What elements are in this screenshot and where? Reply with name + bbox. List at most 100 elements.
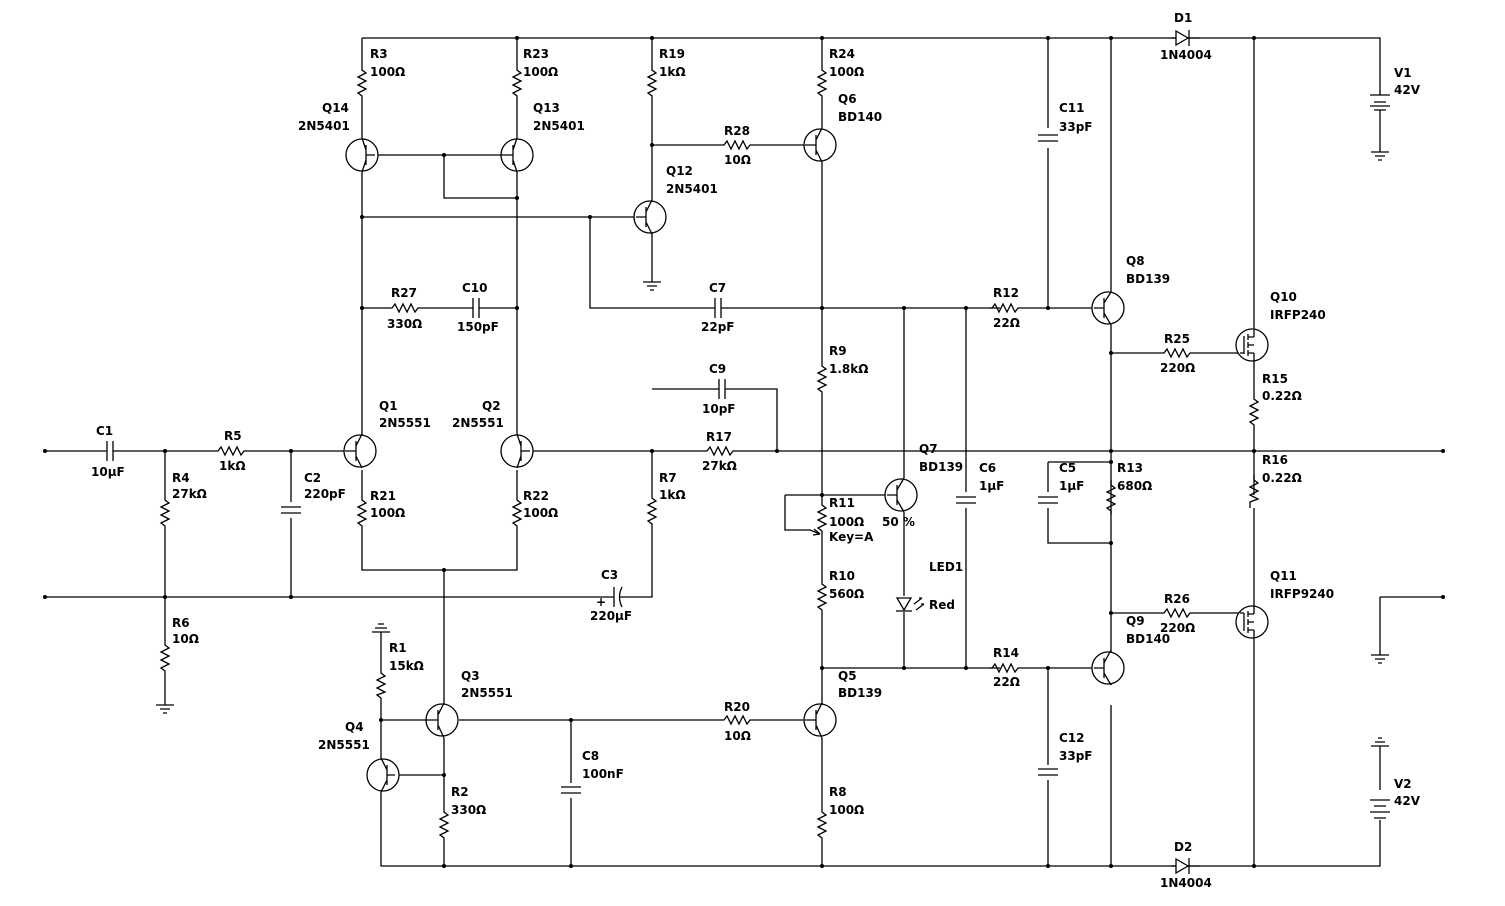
label-R25-ref: R25 [1164, 332, 1190, 346]
label-R17-ref: R17 [706, 430, 732, 444]
transistor-Q11-symbol [1235, 598, 1269, 640]
label-R20-value: 10Ω [724, 729, 751, 743]
transistor-Q8-symbol [1091, 291, 1125, 326]
label-C9-value: 10pF [702, 402, 736, 416]
resistor-R4-symbol [159, 495, 171, 530]
label-R24-value: 100Ω [829, 65, 864, 79]
label-R13-ref: R13 [1117, 461, 1143, 475]
label-D1-ref: D1 [1174, 11, 1192, 25]
label-R12-ref: R12 [993, 286, 1019, 300]
label-C7-ref: C7 [709, 281, 726, 295]
ground-icon [156, 704, 174, 714]
resistor-R9-symbol [816, 360, 828, 398]
label-LED1-ref: LED1 [929, 560, 963, 574]
capacitor-C9-symbol [714, 379, 732, 399]
resistor-R3-symbol [356, 62, 368, 102]
label-R3-value: 100Ω [370, 65, 405, 79]
resistor-R11-symbol [816, 498, 828, 540]
label-V1-value: 42V [1394, 83, 1421, 97]
label-Q5-ref: Q5 [838, 669, 857, 683]
label-Q11-ref: Q11 [1270, 569, 1297, 583]
label-Q3-value: 2N5551 [461, 686, 513, 700]
transistor-Q3-symbol [425, 702, 459, 739]
label-D2-value: 1N4004 [1160, 876, 1212, 890]
label-Q7-value: BD139 [919, 460, 963, 474]
label-Q8-ref: Q8 [1126, 254, 1145, 268]
diodes [895, 29, 1200, 875]
label-R4-value: 27kΩ [172, 487, 207, 501]
transistor-Q10-symbol [1235, 328, 1269, 370]
resistor-R28-symbol [720, 139, 752, 151]
label-R10-ref: R10 [829, 569, 855, 583]
label-Q4-value: 2N5551 [318, 738, 370, 752]
label-C11-ref: C11 [1059, 101, 1085, 115]
label-R23-ref: R23 [523, 47, 549, 61]
resistor-R1-symbol [375, 670, 387, 699]
junctions [43, 36, 1445, 868]
label-R1-ref: R1 [389, 641, 407, 655]
label-C5-ref: C5 [1059, 461, 1076, 475]
label-Q9-value: BD140 [1126, 632, 1170, 646]
label-R15-value: 0.22Ω [1262, 389, 1302, 403]
resistor-R26-symbol [1162, 607, 1194, 619]
capacitor-C1-symbol [100, 441, 120, 461]
label-Q2-value: 2N5551 [452, 416, 504, 430]
resistor-R16-symbol [1248, 475, 1260, 508]
ground-icon [1371, 654, 1389, 664]
transistor-Q12-symbol [633, 199, 667, 235]
label-Q9-ref: Q9 [1126, 614, 1145, 628]
resistor-R13-symbol [1105, 480, 1117, 515]
label-Q11-value: IRFP9240 [1270, 587, 1334, 601]
label-R2-ref: R2 [451, 785, 469, 799]
label-R3-ref: R3 [370, 47, 388, 61]
label-D2-ref: D2 [1174, 840, 1192, 854]
label-R2-value: 330Ω [451, 803, 486, 817]
battery-V2-symbol [1370, 799, 1390, 819]
resistor-R22-symbol [511, 495, 523, 530]
capacitor-C11-symbol [1038, 134, 1058, 142]
label-R4-ref: R4 [172, 471, 190, 485]
label-C1-ref: C1 [96, 424, 113, 438]
label-R19-ref: R19 [659, 47, 685, 61]
label-C11-value: 33pF [1059, 120, 1093, 134]
label-R28-value: 10Ω [724, 153, 751, 167]
label-C6-ref: C6 [979, 461, 996, 475]
resistor-R23-symbol [511, 62, 523, 102]
transistors [343, 127, 1269, 793]
label-Q14-value: 2N5401 [298, 119, 350, 133]
label-R11-value: 100Ω [829, 515, 864, 529]
label-R6-ref: R6 [172, 616, 190, 630]
label-Q1-ref: Q1 [379, 399, 398, 413]
label-R24-ref: R24 [829, 47, 855, 61]
label-R14-value: 22Ω [993, 675, 1020, 689]
capacitor-C3-symbol [610, 586, 626, 608]
transistor-Q14-symbol [345, 137, 379, 173]
label-R25-value: 220Ω [1160, 361, 1195, 375]
resistor-R14-symbol [990, 662, 1020, 674]
label-R22-ref: R22 [523, 489, 549, 503]
label-R5-value: 1kΩ [219, 459, 246, 473]
transistor-Q9-symbol [1091, 649, 1125, 686]
label-R22-value: 100Ω [523, 506, 558, 520]
label-Q10-value: IRFP240 [1270, 308, 1326, 322]
label-C8-value: 100nF [582, 767, 624, 781]
label-R27-value: 330Ω [387, 317, 422, 331]
label-V2-value: 42V [1394, 794, 1421, 808]
label-Q4-ref: Q4 [345, 720, 364, 734]
capacitor-C2-symbol [281, 506, 301, 514]
label-R11-wiper: 50 % [882, 515, 915, 529]
label-R7-ref: R7 [659, 471, 677, 485]
label-R13-value: 680Ω [1117, 479, 1152, 493]
label-Q2-ref: Q2 [482, 399, 501, 413]
battery-V1-symbol [1370, 94, 1390, 111]
capacitor-C7-symbol [708, 298, 728, 318]
label-C9-ref: C9 [709, 362, 726, 376]
label-Q6-ref: Q6 [838, 92, 857, 106]
label-R14-ref: R14 [993, 646, 1019, 660]
label-C3-ref: C3 [601, 568, 618, 582]
label-R12-value: 22Ω [993, 316, 1020, 330]
sources [1370, 94, 1390, 819]
label-Q10-ref: Q10 [1270, 290, 1297, 304]
label-R9-ref: R9 [829, 344, 847, 358]
label-R20-ref: R20 [724, 700, 750, 714]
